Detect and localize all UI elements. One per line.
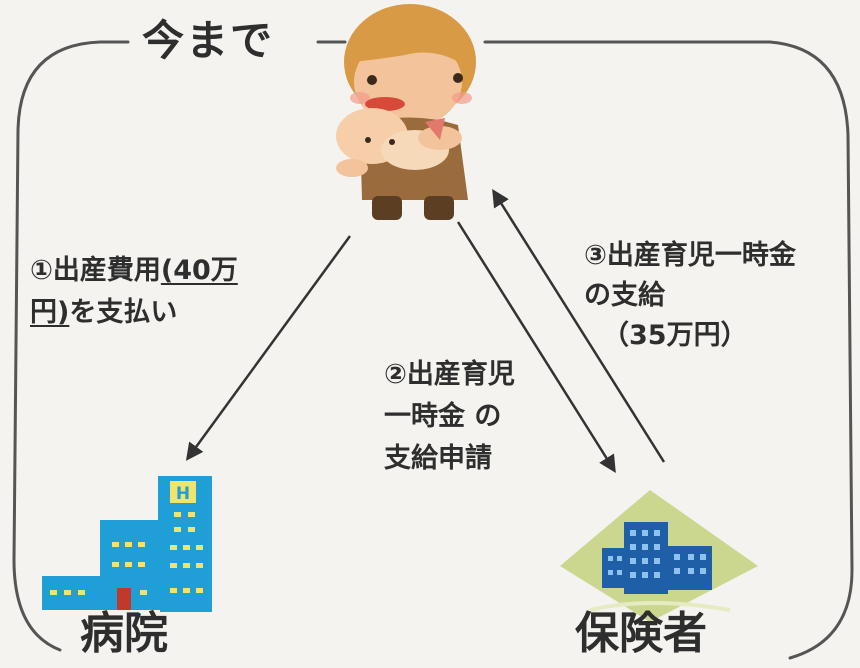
step1-label: ①出産費用(40万 円)を支払い (30, 250, 238, 334)
step1-prefix: ①出産費用 (30, 255, 161, 286)
step2-line2: 一時金 の (384, 401, 502, 432)
arrow-benefit (492, 189, 666, 463)
step1-amount-line1: (40万 (160, 255, 238, 286)
step2-line3: 支給申請 (384, 443, 492, 474)
hospital-icon (42, 476, 212, 612)
step2-line1: ②出産育児 (384, 359, 515, 390)
arrow-application (456, 221, 616, 473)
insurer-label: 保険者 (575, 608, 707, 659)
hospital-door (117, 588, 131, 610)
step3-line1: ③出産育児一時金 (584, 240, 796, 271)
arrow-payment (185, 235, 352, 461)
frame-border (12, 40, 854, 660)
insurer-building-icon (560, 490, 758, 622)
hospital-label: 病院 (80, 608, 168, 659)
step1-amount-line2: 円) (30, 297, 70, 328)
step2-label: ②出産育児 一時金 の 支給申請 (384, 354, 515, 480)
step3-label: ③出産育児一時金 の支給 （35万円） (584, 236, 796, 356)
page-title: 今まで (142, 16, 275, 65)
step3-line2: の支給 (584, 280, 665, 311)
step3-line3: （35万円） (602, 320, 748, 351)
mother-with-baby-icon (336, 4, 476, 220)
hospital-sign: H (176, 484, 190, 504)
step1-suffix: を支払い (69, 297, 178, 328)
